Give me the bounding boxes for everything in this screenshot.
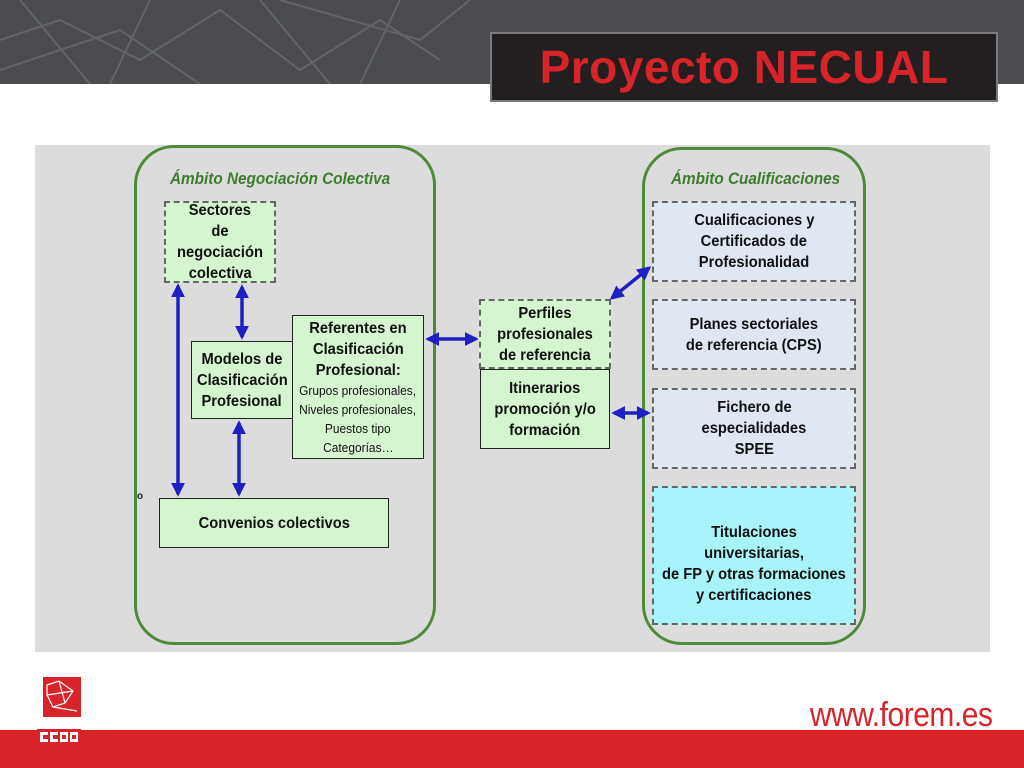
box-convenios-label: Convenios colectivos [198,514,350,532]
box-titulaciones: Titulaciones universitarias, de FP y otr… [652,486,856,625]
box-referentes: Referentes en Clasificación Profesional:… [292,315,424,459]
box-fichero-line-1: Fichero de [716,399,792,416]
box-cualificaciones-line-2: Certificados de [700,233,808,250]
box-titulaciones-line-1: Titulaciones universitarias, [704,524,804,562]
box-titulaciones-line-3: y certificaciones [696,587,812,604]
box-fichero-line-2: especialidades [701,420,807,437]
title-box: Proyecto NECUAL [490,32,998,102]
scope-cualificaciones [642,147,866,645]
box-sectores: Sectores de negociación colectiva [164,201,276,283]
page-title: Proyecto NECUAL [539,41,949,93]
box-cualificaciones: Cualificaciones y Certificados de Profes… [652,201,856,282]
box-perfiles-line-1: Perfiles [518,304,572,322]
box-referentes-heading-1: Referentes en [309,319,407,337]
box-planes-line-2: de referencia (CPS) [686,336,822,354]
arrow-perfiles-cualificaciones [609,266,652,300]
box-modelos-line-3: Profesional [201,392,283,410]
box-fichero: Fichero de especialidades SPEE [652,388,856,469]
box-perfiles-line-2: profesionales [497,325,593,343]
box-planes: Planes sectoriales de referencia (CPS) [652,299,856,370]
stray-mark: o [137,491,144,502]
box-itinerarios-line-3: formación [509,421,581,439]
box-modelos-line-1: Modelos de [201,350,283,368]
scope-left-title: Ámbito Negociación Colectiva [170,169,391,188]
box-modelos: Modelos de Clasificación Profesional [191,341,293,419]
box-sectores-line-2: de negociación [177,223,263,261]
box-referentes-item-3: Puestos tipo [325,420,391,436]
box-referentes-heading-2: Clasificación [312,340,404,358]
box-itinerarios: Itinerarios promoción y/o formación [480,369,610,449]
box-sectores-line-1: Sectores [188,202,252,219]
box-modelos-line-2: Clasificación [196,371,288,389]
box-referentes-item-4: Categorías… [322,439,394,455]
header-texture [0,0,471,84]
box-perfiles: Perfiles profesionales de referencia [479,299,611,369]
box-sectores-line-3: colectiva [188,265,252,282]
scope-negociacion-colectiva [134,145,436,645]
box-planes-line-1: Planes sectoriales [689,315,819,333]
box-convenios: Convenios colectivos [159,498,389,548]
scope-right-title: Ámbito Cualificaciones [671,169,841,188]
box-referentes-heading-3: Profesional: [315,361,401,379]
box-itinerarios-line-2: promoción y/o [494,400,596,418]
footer-bar [0,730,1024,768]
box-perfiles-line-3: de referencia [499,346,591,364]
box-referentes-item-2: Niveles profesionales, [299,401,417,417]
box-titulaciones-line-2: de FP y otras formaciones [662,566,846,583]
website-link[interactable]: www.forem.es [809,696,992,734]
box-referentes-item-1: Grupos profesionales, [299,382,417,398]
box-cualificaciones-line-1: Cualificaciones y [693,212,815,229]
box-fichero-line-3: SPEE [734,441,774,458]
box-cualificaciones-line-3: Profesionalidad [698,254,810,271]
forem-ccoo-logo [37,677,81,745]
box-itinerarios-line-1: Itinerarios [509,379,581,397]
